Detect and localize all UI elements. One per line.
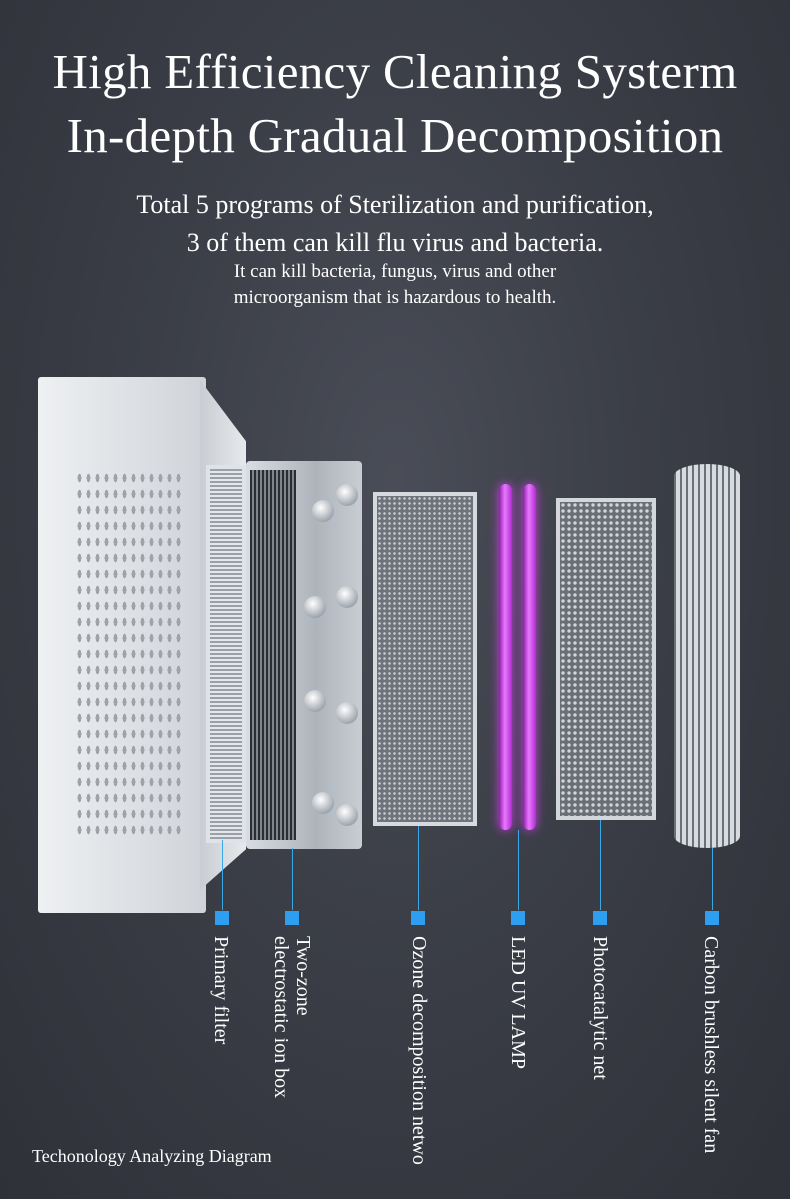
leader-line	[418, 826, 419, 910]
label-photocatalytic: Photocatalytic net	[589, 936, 611, 1080]
leader-line	[600, 820, 601, 910]
primary-filter-image	[206, 465, 246, 843]
label-fan: Carbon brushless silent fan	[700, 936, 722, 1154]
ozone-net-image	[373, 492, 477, 826]
leader-line	[518, 830, 519, 910]
uv-lamp-tube-left	[499, 484, 512, 830]
leader-line	[292, 848, 293, 910]
screw	[304, 596, 326, 618]
ion-box-fins	[250, 470, 296, 840]
uv-lamp-tube-right	[523, 484, 536, 830]
screw	[336, 702, 358, 724]
leader-line	[222, 840, 223, 910]
screw	[336, 586, 358, 608]
leader-line	[712, 848, 713, 910]
screw	[304, 690, 326, 712]
housing-vent-grille	[75, 470, 185, 840]
screw	[336, 484, 358, 506]
description-line-1: It can kill bacteria, fungus, virus and …	[233, 261, 557, 282]
title-line-1: High Efficiency Cleaning Systerm	[52, 44, 738, 99]
label-primary-filter: Primary filter	[210, 936, 232, 1045]
footer-caption: Techonology Analyzing Diagram	[32, 1146, 272, 1166]
marker-ion-box	[285, 911, 299, 925]
photocatalytic-net-image	[556, 498, 656, 820]
screw	[312, 500, 334, 522]
subtitle-line-2: 3 of them can kill flu virus and bacteri…	[186, 228, 604, 257]
label-uv: LED UV LAMP	[507, 936, 529, 1069]
subtitle-line-1: Total 5 programs of Sterilization and pu…	[136, 190, 654, 219]
marker-uv	[511, 911, 525, 925]
marker-photocatalytic	[593, 911, 607, 925]
marker-ozone	[411, 911, 425, 925]
marker-fan	[705, 911, 719, 925]
fan-image	[674, 464, 740, 848]
label-ozone: Ozone decomposition netwo	[408, 936, 430, 1165]
screw	[336, 804, 358, 826]
title-line-2: In-depth Gradual Decomposition	[66, 108, 724, 163]
marker-primary-filter	[215, 911, 229, 925]
label-ion-box-line1: Two-zone	[292, 936, 314, 1016]
screw	[312, 792, 334, 814]
description-line-2: microorganism that is hazardous to healt…	[233, 287, 557, 308]
label-ion-box-line2: electrostatic ion box	[270, 936, 292, 1099]
